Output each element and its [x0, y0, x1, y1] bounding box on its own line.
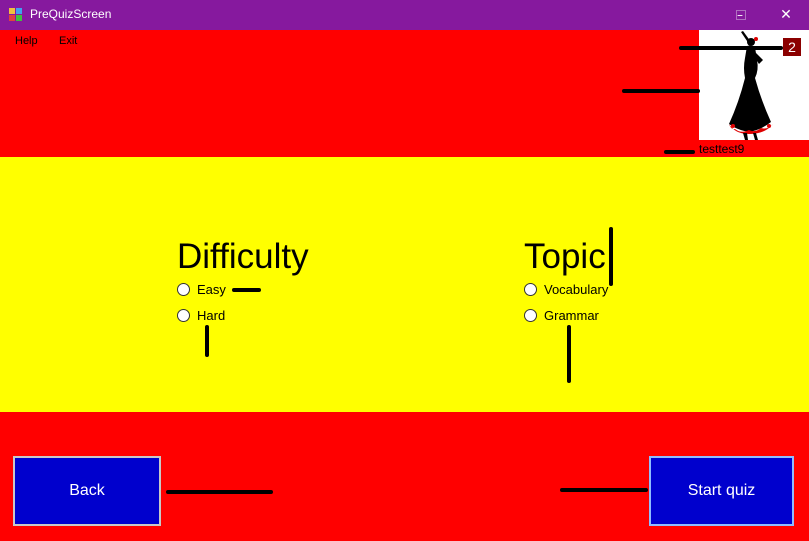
radio-hard-label: Hard	[197, 308, 226, 323]
start-quiz-button[interactable]: Start quiz	[649, 456, 794, 526]
radio-easy-label: Easy	[197, 282, 226, 297]
annotation-bar	[679, 46, 783, 50]
radio-vocabulary[interactable]: Vocabulary	[524, 282, 608, 297]
flag-red-top	[0, 30, 809, 157]
annotation-bar	[567, 325, 571, 383]
app-icon	[9, 8, 22, 21]
radio-hard-circle[interactable]	[177, 309, 190, 322]
close-button[interactable]: ✕	[763, 0, 809, 30]
radio-grammar[interactable]: Grammar	[524, 308, 599, 323]
flamenco-dancer-icon	[729, 31, 773, 140]
difficulty-heading: Difficulty	[177, 237, 309, 276]
radio-hard[interactable]: Hard	[177, 308, 225, 323]
radio-easy[interactable]: Easy	[177, 282, 226, 297]
annotation-bar	[560, 488, 648, 492]
annotation-bar	[205, 325, 209, 357]
window-title: PreQuizScreen	[30, 7, 112, 21]
menu-help[interactable]: Help	[15, 35, 38, 47]
title-bar: PreQuizScreen – ✕	[0, 0, 809, 30]
notification-badge: 2	[783, 38, 801, 56]
maximize-icon	[736, 10, 746, 20]
annotation-bar	[166, 490, 273, 494]
annotation-bar	[622, 89, 700, 93]
annotation-bar	[664, 150, 695, 154]
radio-easy-circle[interactable]	[177, 283, 190, 296]
close-icon: ✕	[780, 7, 792, 23]
username-label: testtest9	[699, 142, 745, 156]
back-button[interactable]: Back	[13, 456, 161, 526]
menu-exit[interactable]: Exit	[59, 35, 78, 47]
minimize-icon: –	[737, 8, 743, 22]
annotation-bar	[609, 227, 613, 286]
radio-grammar-label: Grammar	[544, 308, 599, 323]
flag-yellow-band	[0, 157, 809, 412]
radio-vocabulary-label: Vocabulary	[544, 282, 609, 297]
minimize-button[interactable]: –	[717, 0, 763, 30]
annotation-bar	[232, 288, 261, 292]
topic-heading: Topic	[524, 237, 606, 276]
radio-grammar-circle[interactable]	[524, 309, 537, 322]
radio-vocabulary-circle[interactable]	[524, 283, 537, 296]
